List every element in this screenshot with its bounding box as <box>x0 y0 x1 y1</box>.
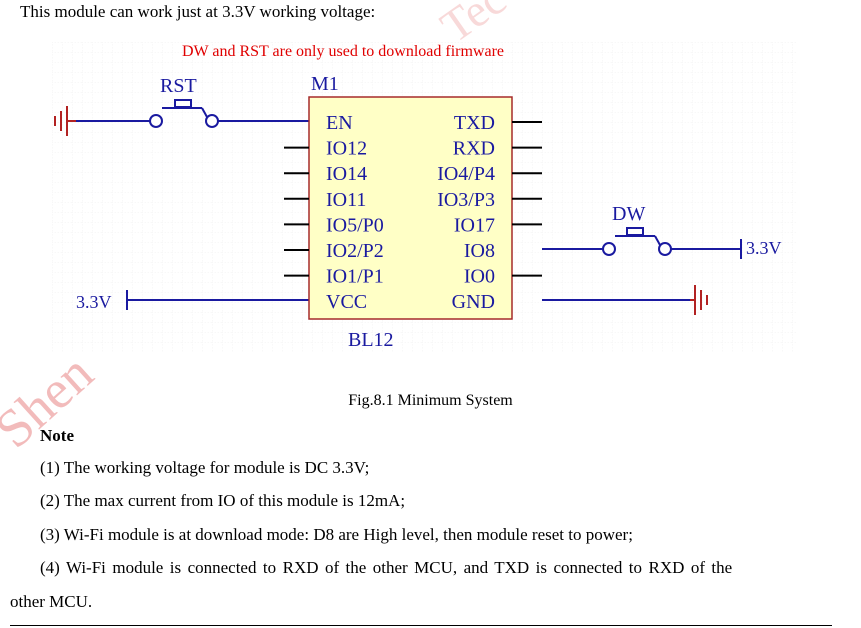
note-item-3: (3) Wi-Fi module is at download mode: D8… <box>40 525 633 544</box>
right-pin-label: IO8 <box>464 240 495 262</box>
ref-designator: M1 <box>311 73 339 95</box>
note-item-4-continued: other MCU. <box>10 592 93 611</box>
right-pin-label: IO3/P3 <box>437 189 495 211</box>
schematic-diagram: DW and RST are only used to download fir… <box>52 42 796 352</box>
firmware-note-label: DW and RST are only used to download fir… <box>182 43 504 60</box>
part-name: BL12 <box>348 329 394 351</box>
rst-label: RST <box>160 75 197 97</box>
left-pin-label: IO11 <box>326 189 366 211</box>
left-pin-label: EN <box>326 112 353 134</box>
rst-switch <box>76 99 309 128</box>
dw-label: DW <box>612 203 645 225</box>
right-pin-label: IO0 <box>464 266 495 288</box>
vcc-left-label: 3.3V <box>76 292 112 312</box>
chip-body <box>308 96 513 320</box>
right-pin-label: IO4/P4 <box>437 163 495 185</box>
dw-switch <box>542 227 742 259</box>
left-pin-label: IO5/P0 <box>326 214 384 236</box>
note-item-4: (4) Wi-Fi module is connected to RXD of … <box>40 558 733 577</box>
figure-caption: Fig.8.1 Minimum System <box>348 392 513 409</box>
right-pin-label: GND <box>452 291 495 313</box>
ground-symbol-left <box>54 106 76 136</box>
right-pin-label: IO17 <box>454 214 495 236</box>
bottom-rule <box>10 625 832 626</box>
right-pin-label: RXD <box>453 138 495 160</box>
vcc-right-label: 3.3V <box>746 238 782 258</box>
left-pin-label: IO14 <box>326 163 367 185</box>
right-pin-label: TXD <box>454 112 495 134</box>
vcc-left-supply <box>126 290 309 310</box>
intro-text: This module can work just at 3.3V workin… <box>20 2 376 21</box>
schematic-figure: DW and RST are only used to download fir… <box>52 42 796 352</box>
note-item-1: (1) The working voltage for module is DC… <box>40 458 370 477</box>
note-title: Note <box>40 426 74 445</box>
left-pin-label: IO1/P1 <box>326 266 384 288</box>
note-item-2: (2) The max current from IO of this modu… <box>40 491 406 510</box>
left-pin-label: IO2/P2 <box>326 240 384 262</box>
left-pin-label: IO12 <box>326 138 367 160</box>
left-pin-label: VCC <box>326 291 367 313</box>
gnd-right-wire <box>542 285 708 315</box>
